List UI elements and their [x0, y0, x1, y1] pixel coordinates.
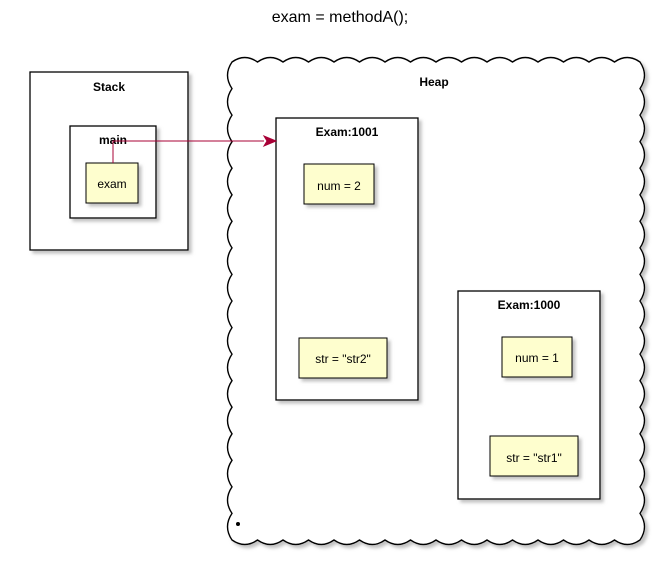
diagram-title: exam = methodA(); — [272, 9, 409, 26]
exam-variable-label: exam — [97, 177, 126, 191]
field-text-num: num = 1 — [515, 351, 559, 365]
field-note-num: num = 2 — [303, 163, 375, 205]
reference-arrow — [112, 134, 278, 163]
heap-object-exam-1001: Exam:1001 num = 2 str = "str2" — [275, 117, 419, 401]
object-label-exam-1000: Exam:1000 — [498, 298, 561, 312]
field-note-num: num = 1 — [501, 336, 573, 378]
heap-object-exam-1000: Exam:1000 num = 1 str = "str1" — [457, 290, 601, 500]
main-frame-label: main — [99, 133, 127, 147]
stack-label: Stack — [93, 80, 125, 94]
field-text-str: str = "str1" — [506, 451, 562, 465]
object-label-exam-1001: Exam:1001 — [316, 125, 379, 139]
field-text-str: str = "str2" — [315, 352, 371, 366]
field-note-str: str = "str1" — [489, 435, 579, 477]
field-note-str: str = "str2" — [298, 337, 388, 379]
exam-variable-note: exam — [85, 162, 139, 204]
field-text-num: num = 2 — [317, 179, 361, 193]
heap-label: Heap — [419, 75, 448, 89]
